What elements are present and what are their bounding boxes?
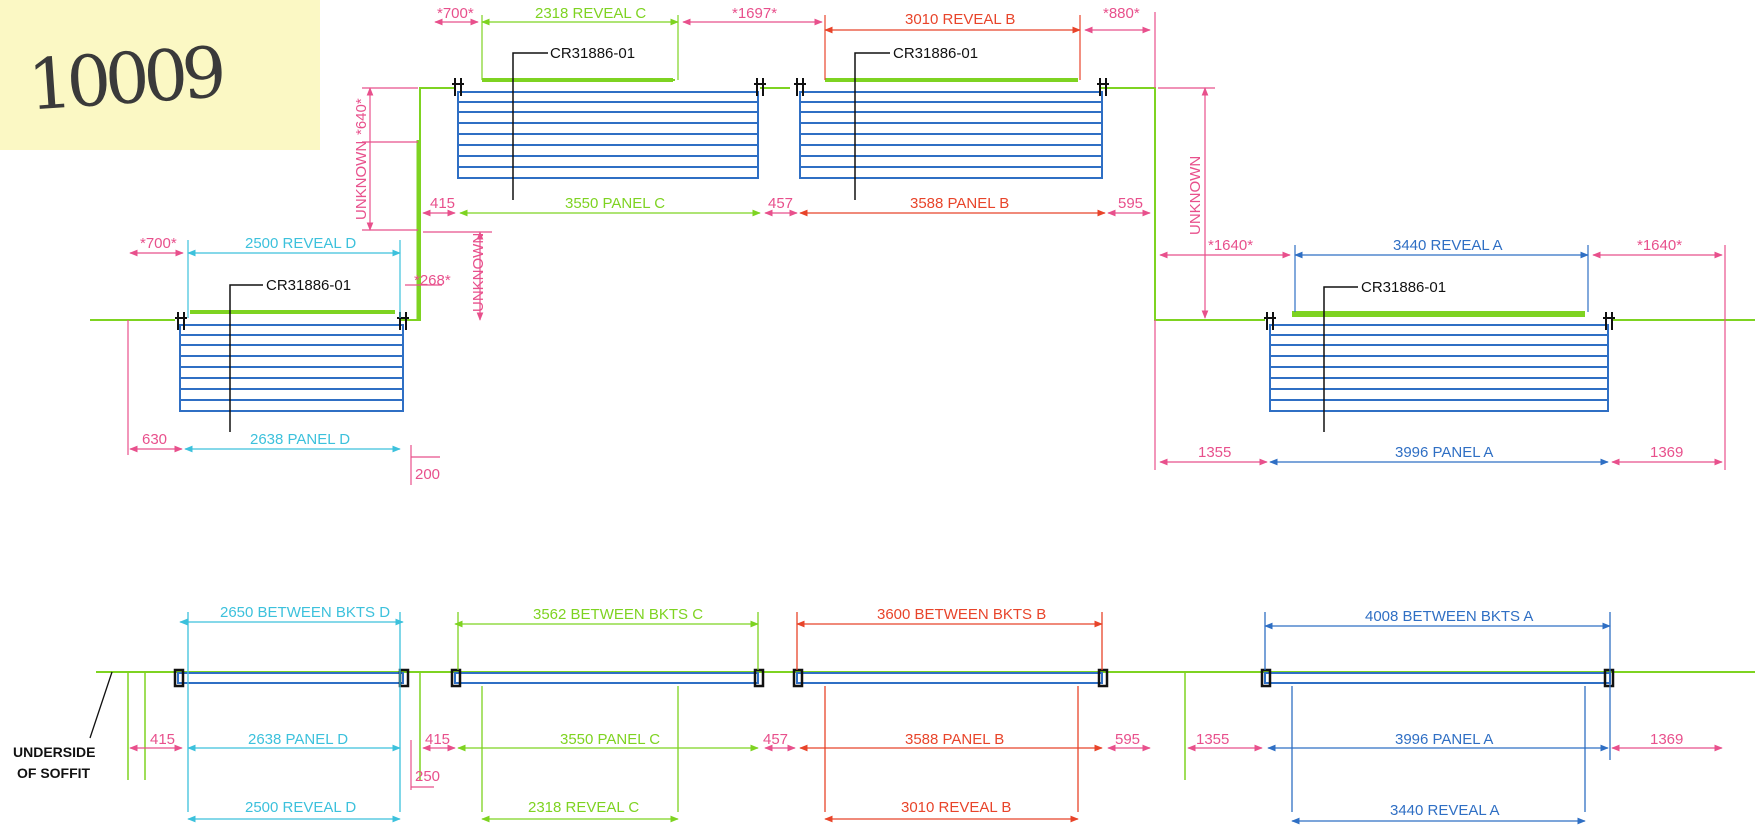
- a-reveal-label: 3440 REVEAL A: [1393, 237, 1503, 254]
- plan-a-left: 1355: [1196, 731, 1229, 748]
- plan-a-right: 1369: [1650, 731, 1683, 748]
- plan-a-panel: 3996 PANEL A: [1395, 731, 1493, 748]
- plan-d-panel: 2638 PANEL D: [248, 731, 348, 748]
- soffit-label-line2: OF SOFFIT: [17, 765, 91, 781]
- d-right-dim: 200: [415, 466, 440, 483]
- a-unknown-label: UNKNOWN: [1187, 156, 1204, 235]
- b-reveal-label: 3010 REVEAL B: [905, 11, 1015, 28]
- elevation-dimensions: [127, 12, 1726, 485]
- plan-c-right: 457: [763, 731, 788, 748]
- plan-d-left: 415: [150, 731, 175, 748]
- soffit-label-line1: UNDERSIDE: [13, 744, 95, 760]
- awning-panel-b: [799, 91, 1103, 179]
- b-dim-top-right: *880*: [1103, 5, 1140, 22]
- a-dim-top-left: *1640*: [1208, 237, 1253, 254]
- c-left-dim: 415: [430, 195, 455, 212]
- c-dim-top-left: *700*: [437, 5, 474, 22]
- c-reveal-label: 2318 REVEAL C: [535, 5, 646, 22]
- b-right-dim: 595: [1118, 195, 1143, 212]
- sticky-note: 10009: [0, 0, 320, 150]
- plan-c-left: 415: [425, 731, 450, 748]
- plan-d-brackets: 2650 BETWEEN BKTS D: [220, 604, 390, 621]
- callout-leaders: [229, 52, 1358, 432]
- d-callout: CR31886-01: [266, 277, 351, 294]
- plan-a-brackets: 4008 BETWEEN BKTS A: [1365, 608, 1533, 625]
- c-dim-top-right: *1697*: [732, 5, 777, 22]
- c-height-dim: *640*: [353, 98, 370, 135]
- plan-c-brackets: 3562 BETWEEN BKTS C: [533, 606, 703, 623]
- d-dim-top-left: *700*: [140, 235, 177, 252]
- a-right-dim: 1369: [1650, 444, 1683, 461]
- plan-a-reveal: 3440 REVEAL A: [1390, 802, 1500, 819]
- d-panel-label: 2638 PANEL D: [250, 431, 350, 448]
- c-right-dim: 457: [768, 195, 793, 212]
- plan-b-panel: 3588 PANEL B: [905, 731, 1004, 748]
- plan-b-brackets: 3600 BETWEEN BKTS B: [877, 606, 1046, 623]
- a-panel-label: 3996 PANEL A: [1395, 444, 1493, 461]
- plan-b-reveal: 3010 REVEAL B: [901, 799, 1011, 816]
- reveal-strips: [190, 78, 1585, 317]
- plan-view: [89, 612, 1755, 825]
- brackets: [175, 78, 1615, 330]
- b-callout: CR31886-01: [893, 45, 978, 62]
- c-unknown-label: UNKNOWN: [353, 141, 370, 220]
- plan-d-right-low: 250: [415, 768, 440, 785]
- d-reveal-label: 2500 REVEAL D: [245, 235, 356, 252]
- d-left-dim: 630: [142, 431, 167, 448]
- a-left-dim: 1355: [1198, 444, 1231, 461]
- plan-d-reveal: 2500 REVEAL D: [245, 799, 356, 816]
- a-callout: CR31886-01: [1361, 279, 1446, 296]
- c-callout: CR31886-01: [550, 45, 635, 62]
- awning-panel-c: [457, 91, 759, 179]
- b-panel-label: 3588 PANEL B: [910, 195, 1009, 212]
- plan-b-right: 595: [1115, 731, 1140, 748]
- a-dim-top-right: *1640*: [1637, 237, 1682, 254]
- awning-panel-a: [1269, 324, 1609, 412]
- awning-panel-d: [179, 324, 404, 412]
- c-panel-label: 3550 PANEL C: [565, 195, 665, 212]
- plan-c-panel: 3550 PANEL C: [560, 731, 660, 748]
- plan-c-reveal: 2318 REVEAL C: [528, 799, 639, 816]
- d-unknown-label: UNKNOWN: [470, 233, 487, 312]
- d-dim-right-small: *268*: [414, 272, 451, 289]
